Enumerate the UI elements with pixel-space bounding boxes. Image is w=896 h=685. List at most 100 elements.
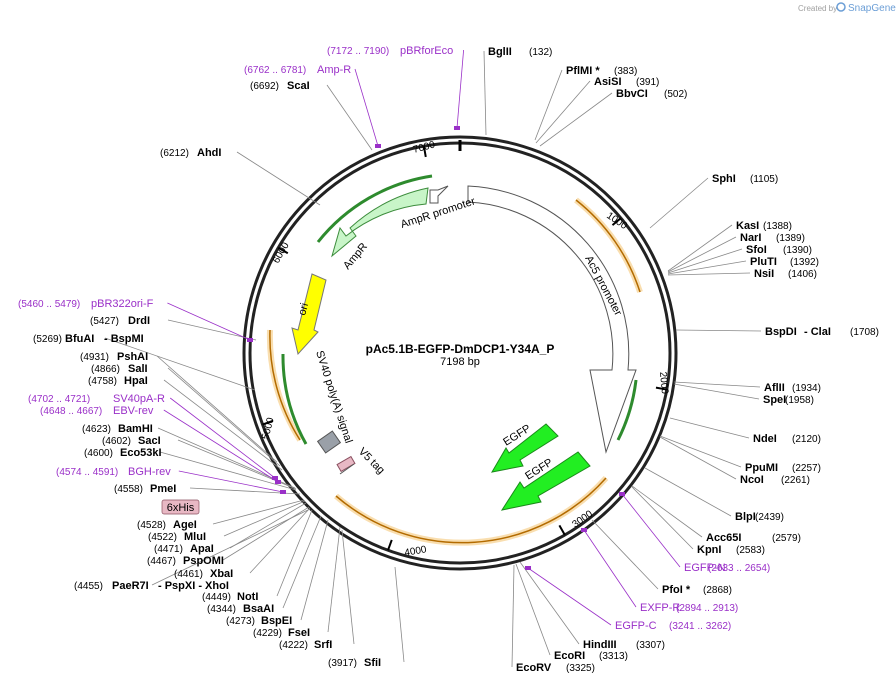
enzyme-site: SfoI (1390) <box>746 244 812 256</box>
enzyme-site: BglII(132) <box>488 46 552 58</box>
enzyme-site: XbaI(4461) <box>174 568 233 580</box>
enzyme-name: AsiSI <box>594 76 622 88</box>
enzyme-position: (6692) <box>250 81 279 92</box>
enzyme-leader-line <box>659 436 737 480</box>
enzyme-site: ScaI (6692) <box>250 80 310 92</box>
primer: BGH-rev(4574 .. 4591) <box>56 466 171 478</box>
enzyme-position: (4528) <box>137 520 166 531</box>
enzyme-alt-names: - ClaI <box>804 326 831 338</box>
primer-leader-line <box>169 397 276 479</box>
primer-leader-line <box>167 302 251 341</box>
enzyme-name: EcoRI <box>554 650 585 662</box>
enzyme-position: (3313) <box>599 651 628 662</box>
enzyme-leader-line <box>511 564 515 668</box>
enzyme-leader-line <box>631 486 694 550</box>
enzyme-site: NotI(4449) <box>202 591 258 603</box>
primer-position: (3241 .. 3262) <box>669 621 731 632</box>
enzyme-site: BspEI (4273) <box>226 615 292 627</box>
orf-arcs <box>266 197 643 546</box>
enzyme-leader-line <box>326 84 373 151</box>
enzyme-name: BsaAI <box>243 603 274 615</box>
feature-grey-box <box>316 430 342 454</box>
enzyme-name: PfoI * <box>662 584 691 596</box>
enzyme-site: MluI(4522) <box>148 531 206 543</box>
enzyme-site: PmeI(4558) <box>114 483 176 495</box>
enzyme-name: HindIII <box>583 639 617 651</box>
enzyme-name: SacI <box>138 435 161 447</box>
enzyme-site: AhdI(6212) <box>160 147 221 159</box>
enzyme-name: EcoRV <box>516 662 552 674</box>
enzyme-leader-line <box>591 519 659 590</box>
primer-marker <box>525 566 531 570</box>
enzyme-site: KasI(1388) <box>736 220 792 232</box>
enzyme-leader-line <box>539 92 613 147</box>
enzyme-site: EcoRI (3313) <box>554 650 628 662</box>
enzyme-position: (391) <box>636 77 659 88</box>
enzyme-position: (4758) <box>88 376 117 387</box>
primer-position: (6762 .. 6781) <box>244 65 306 76</box>
orf-arc-ac5-line <box>575 199 641 293</box>
enzyme-leader-line <box>212 499 305 525</box>
enzyme-position: (3307) <box>636 640 665 651</box>
primer: EGFP-C (3241 .. 3262) <box>615 620 731 632</box>
label-sv40: SV40 poly(A) signal <box>313 349 354 445</box>
enzyme-labels: BglII(132)PflMI *(383)AsiSI(391)BbvCI(50… <box>33 46 879 674</box>
enzyme-position: (1389) <box>776 233 805 244</box>
enzyme-position: (4600) <box>84 448 113 459</box>
enzyme-leader-line <box>167 367 281 467</box>
enzyme-position: (5269) <box>33 334 62 345</box>
label-v5: V5 tag <box>356 446 387 477</box>
tick-mark <box>611 217 622 226</box>
plasmid-size: 7198 bp <box>440 356 480 368</box>
enzyme-alt-names: - PspXI - XhoI <box>158 580 229 592</box>
enzyme-name: SfoI <box>746 244 767 256</box>
primer-position: (2894 .. 2913) <box>676 603 738 614</box>
tick-mark <box>262 419 274 426</box>
primer-leader-line <box>178 470 284 493</box>
green-arc-amp-top <box>316 174 433 243</box>
enzyme-site: DrdI(5427) <box>90 315 150 327</box>
enzyme-position: (1406) <box>788 269 817 280</box>
enzyme-position: (5427) <box>90 316 119 327</box>
tick-marks <box>262 145 667 551</box>
credit-brand: SnapGene <box>848 3 896 14</box>
feature-v5-tag <box>336 455 356 473</box>
primer-leader-line <box>527 567 612 626</box>
enzyme-name: AhdI <box>197 147 221 159</box>
primer-position: (7172 .. 7190) <box>327 46 389 57</box>
feature-small-line <box>339 463 355 475</box>
enzyme-name: BamHI <box>118 423 153 435</box>
orf-arc-amp-line <box>269 329 301 441</box>
enzyme-name: SalI <box>128 363 148 375</box>
enzyme-site: EcoRV(3325) <box>516 662 595 674</box>
enzyme-position: (2579) <box>772 533 801 544</box>
primer-name: EGFP-C <box>615 620 657 632</box>
enzyme-position: (1390) <box>783 245 812 256</box>
enzyme-site: PshAI(4931) <box>80 351 148 363</box>
enzyme-name: BspEI <box>261 615 292 627</box>
enzyme-position: (4602) <box>102 436 131 447</box>
enzyme-name: PpuMI <box>745 462 778 474</box>
primer-marker <box>581 528 587 532</box>
enzyme-leader-line <box>249 507 311 574</box>
enzyme-leader-line <box>300 519 329 621</box>
enzyme-name: PluTI <box>750 256 777 268</box>
green-arcs <box>281 174 638 445</box>
enzyme-position: (1388) <box>763 221 792 232</box>
enzyme-site: SpeI(1958) <box>763 394 814 406</box>
enzyme-name: ApaI <box>190 543 214 555</box>
enzyme-position: (4229) <box>253 628 282 639</box>
green-arc-left <box>281 353 308 445</box>
tick-mark <box>558 524 566 536</box>
enzyme-position: (4273) <box>226 616 255 627</box>
enzyme-name: ScaI <box>287 80 310 92</box>
feature-egfp-arrow-2 <box>500 451 591 511</box>
enzyme-site: BlpI(2439) <box>735 511 784 523</box>
tick-label: 4000 <box>404 544 428 559</box>
feature-ac5-promoter-arrow <box>467 185 637 454</box>
enzyme-site: HpaI(4758) <box>88 375 148 387</box>
enzyme-name: FseI <box>288 627 310 639</box>
enzyme-position: (4866) <box>91 364 120 375</box>
enzyme-site: BbvCI(502) <box>616 88 687 100</box>
